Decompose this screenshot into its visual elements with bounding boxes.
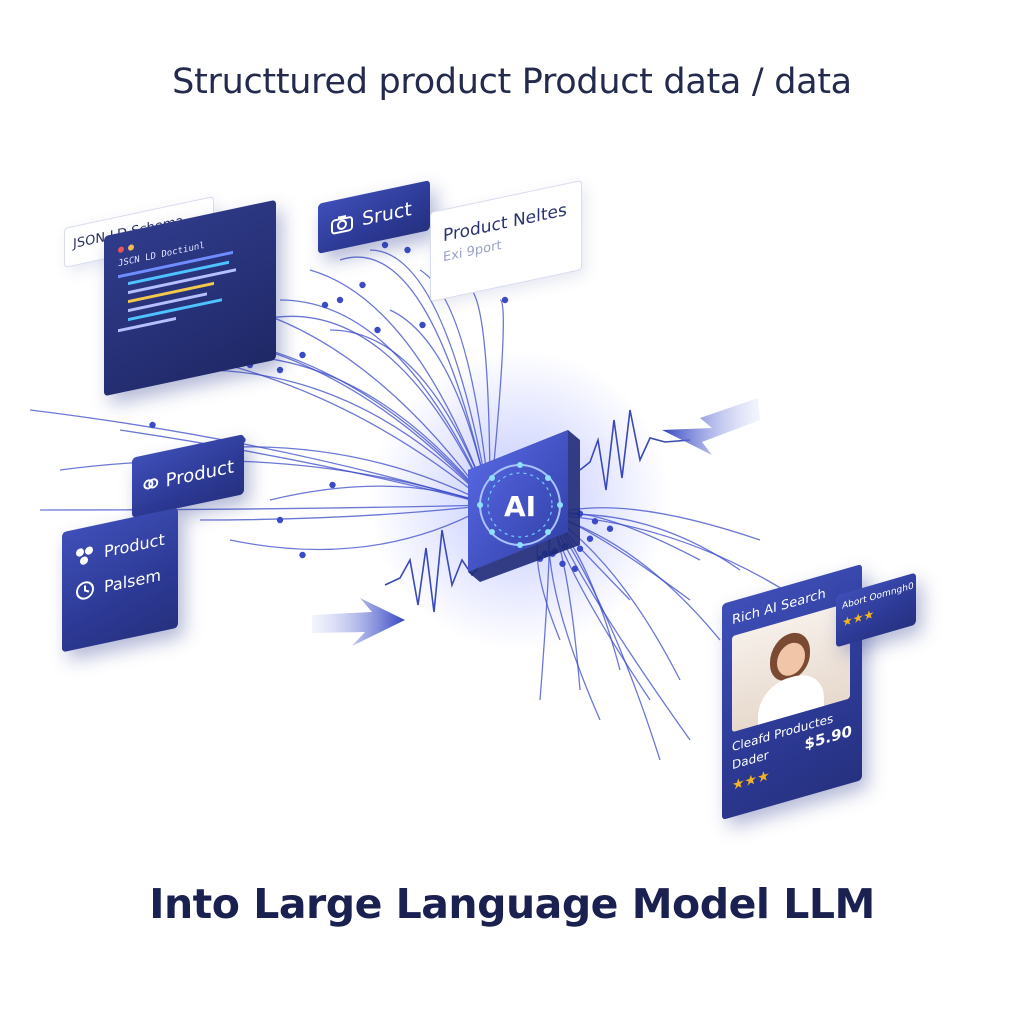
- diagram-subtitle: Into Large Language Model LLM: [149, 880, 875, 928]
- signal-wave-right: [579, 409, 691, 491]
- side-value: 0: [907, 581, 914, 593]
- ai-chip: AI: [468, 430, 580, 582]
- flow-node: [571, 565, 579, 572]
- flow-line: [119, 429, 491, 506]
- product-header-card[interactable]: Product: [132, 434, 244, 518]
- flow-line: [549, 514, 801, 601]
- flow-line: [329, 329, 491, 506]
- flow-node: [276, 516, 284, 524]
- sruct-label: Sruct: [362, 197, 412, 231]
- list-item[interactable]: Product: [74, 528, 166, 568]
- flow-line: [229, 504, 491, 551]
- flow-node: [606, 525, 614, 532]
- clock-icon: [76, 581, 94, 600]
- diagram-title: Structtured product Product data / data: [172, 62, 852, 102]
- flow-node: [586, 535, 594, 542]
- signal-wave-left: [384, 529, 481, 613]
- flow-node: [419, 321, 426, 329]
- flow-line: [339, 256, 491, 506]
- flow-node: [276, 366, 284, 374]
- ai-chip-label: AI: [504, 490, 536, 523]
- product-list-card: Product Palsem: [62, 507, 178, 653]
- flow-node: [299, 551, 306, 559]
- flow-line: [269, 485, 491, 506]
- list-item-label: Palsem: [104, 564, 161, 596]
- flow-node: [299, 351, 306, 359]
- flow-line: [489, 299, 504, 506]
- flow-line: [369, 249, 491, 506]
- flow-node: [559, 560, 566, 567]
- list-item[interactable]: Palsem: [74, 562, 166, 604]
- camera-icon: [331, 214, 353, 235]
- list-item-label: Product: [104, 528, 165, 561]
- flow-node: [149, 421, 156, 429]
- flow-node: [329, 481, 336, 489]
- flow-node: [336, 296, 344, 304]
- cluster-icon: [76, 546, 93, 565]
- flow-line: [309, 269, 491, 506]
- flow-line: [199, 369, 491, 506]
- link-icon: [143, 478, 159, 490]
- flow-node: [381, 241, 389, 249]
- flow-node: [501, 296, 509, 304]
- flow-node: [374, 326, 381, 334]
- arrow-left-icon: [662, 398, 760, 455]
- sruct-card[interactable]: Sruct: [318, 180, 430, 254]
- flow-node: [576, 545, 584, 552]
- flow-node: [404, 246, 411, 254]
- flow-line: [199, 504, 491, 521]
- flow-line: [259, 315, 491, 506]
- arrow-right-icon: [312, 598, 405, 646]
- flow-line: [59, 459, 491, 506]
- product-header-label: Product: [165, 455, 234, 492]
- flow-node: [359, 281, 366, 289]
- flow-line: [39, 504, 491, 511]
